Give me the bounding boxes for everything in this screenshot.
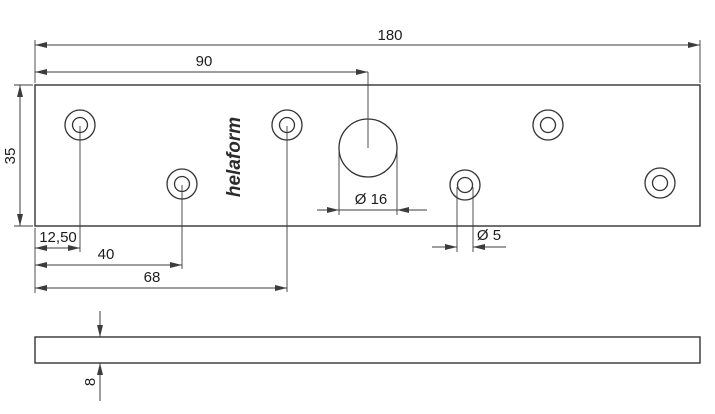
dim-12-50-label: 12,50 <box>39 229 77 246</box>
hole-2 <box>166 168 198 200</box>
hole-4-inner <box>456 176 474 194</box>
top-view: helaform <box>34 84 701 227</box>
dim-dia16-label: Ø 16 <box>355 191 388 208</box>
hole-5 <box>532 109 564 141</box>
dim-dia5-label: Ø 5 <box>477 227 501 244</box>
dim-180-label: 180 <box>377 27 402 44</box>
hole-4 <box>449 169 481 201</box>
hole-3 <box>271 109 303 141</box>
side-view-outline <box>34 336 701 364</box>
dim-40-label: 40 <box>98 246 115 263</box>
dimensions-top-view: 180 90 35 12,50 40 68 <box>2 27 701 293</box>
dim-68-label: 68 <box>144 269 161 286</box>
hole-5-inner <box>539 116 557 134</box>
dim-8-label: 8 <box>82 378 99 386</box>
hole-6 <box>644 167 676 199</box>
dim-35-label: 35 <box>2 148 19 165</box>
dim-90-label: 90 <box>196 53 213 70</box>
brand-logo: helaform <box>224 117 245 197</box>
hole-6-inner <box>651 174 669 192</box>
side-view: 8 <box>34 311 701 401</box>
